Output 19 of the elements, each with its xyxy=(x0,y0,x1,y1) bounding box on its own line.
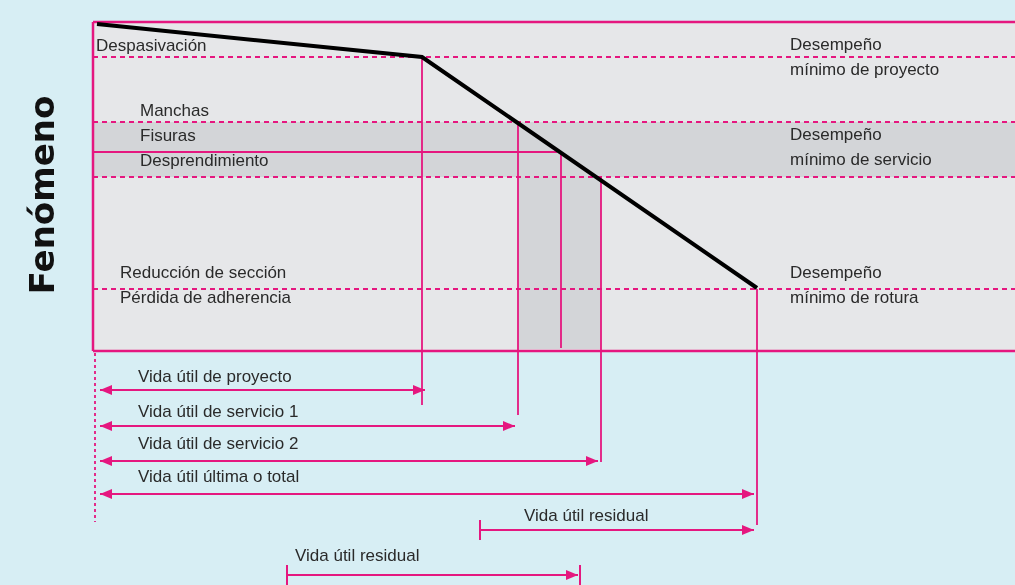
phenomenon-label: Reducción de sección xyxy=(120,263,287,284)
threshold-label: mínimo de proyecto xyxy=(790,60,940,81)
dimension-label: Vida útil de proyecto xyxy=(138,367,292,388)
threshold-label: Desempeño xyxy=(790,263,882,284)
phenomenon-label: Manchas xyxy=(140,101,209,122)
dimension-label: Vida útil última o total xyxy=(138,467,300,488)
axis-title: Fenómeno xyxy=(22,95,62,295)
dimension-label: Vida útil residual xyxy=(524,506,649,527)
threshold-label: mínimo de servicio xyxy=(790,150,932,171)
threshold-label: Desempeño xyxy=(790,35,882,56)
phenomenon-label: Desprendimiento xyxy=(140,151,269,172)
dimension-label: Vida útil de servicio 1 xyxy=(138,402,299,423)
phenomenon-label: Despasivación xyxy=(96,36,207,57)
phenomenon-label: Pérdida de adherencia xyxy=(120,288,292,309)
dimension-label: Vida útil de servicio 2 xyxy=(138,434,299,455)
phenomenon-label: Fisuras xyxy=(140,126,196,147)
threshold-label: mínimo de rotura xyxy=(790,288,919,309)
threshold-label: Desempeño xyxy=(790,125,882,146)
dimension-label: Vida útil residual xyxy=(295,546,420,567)
